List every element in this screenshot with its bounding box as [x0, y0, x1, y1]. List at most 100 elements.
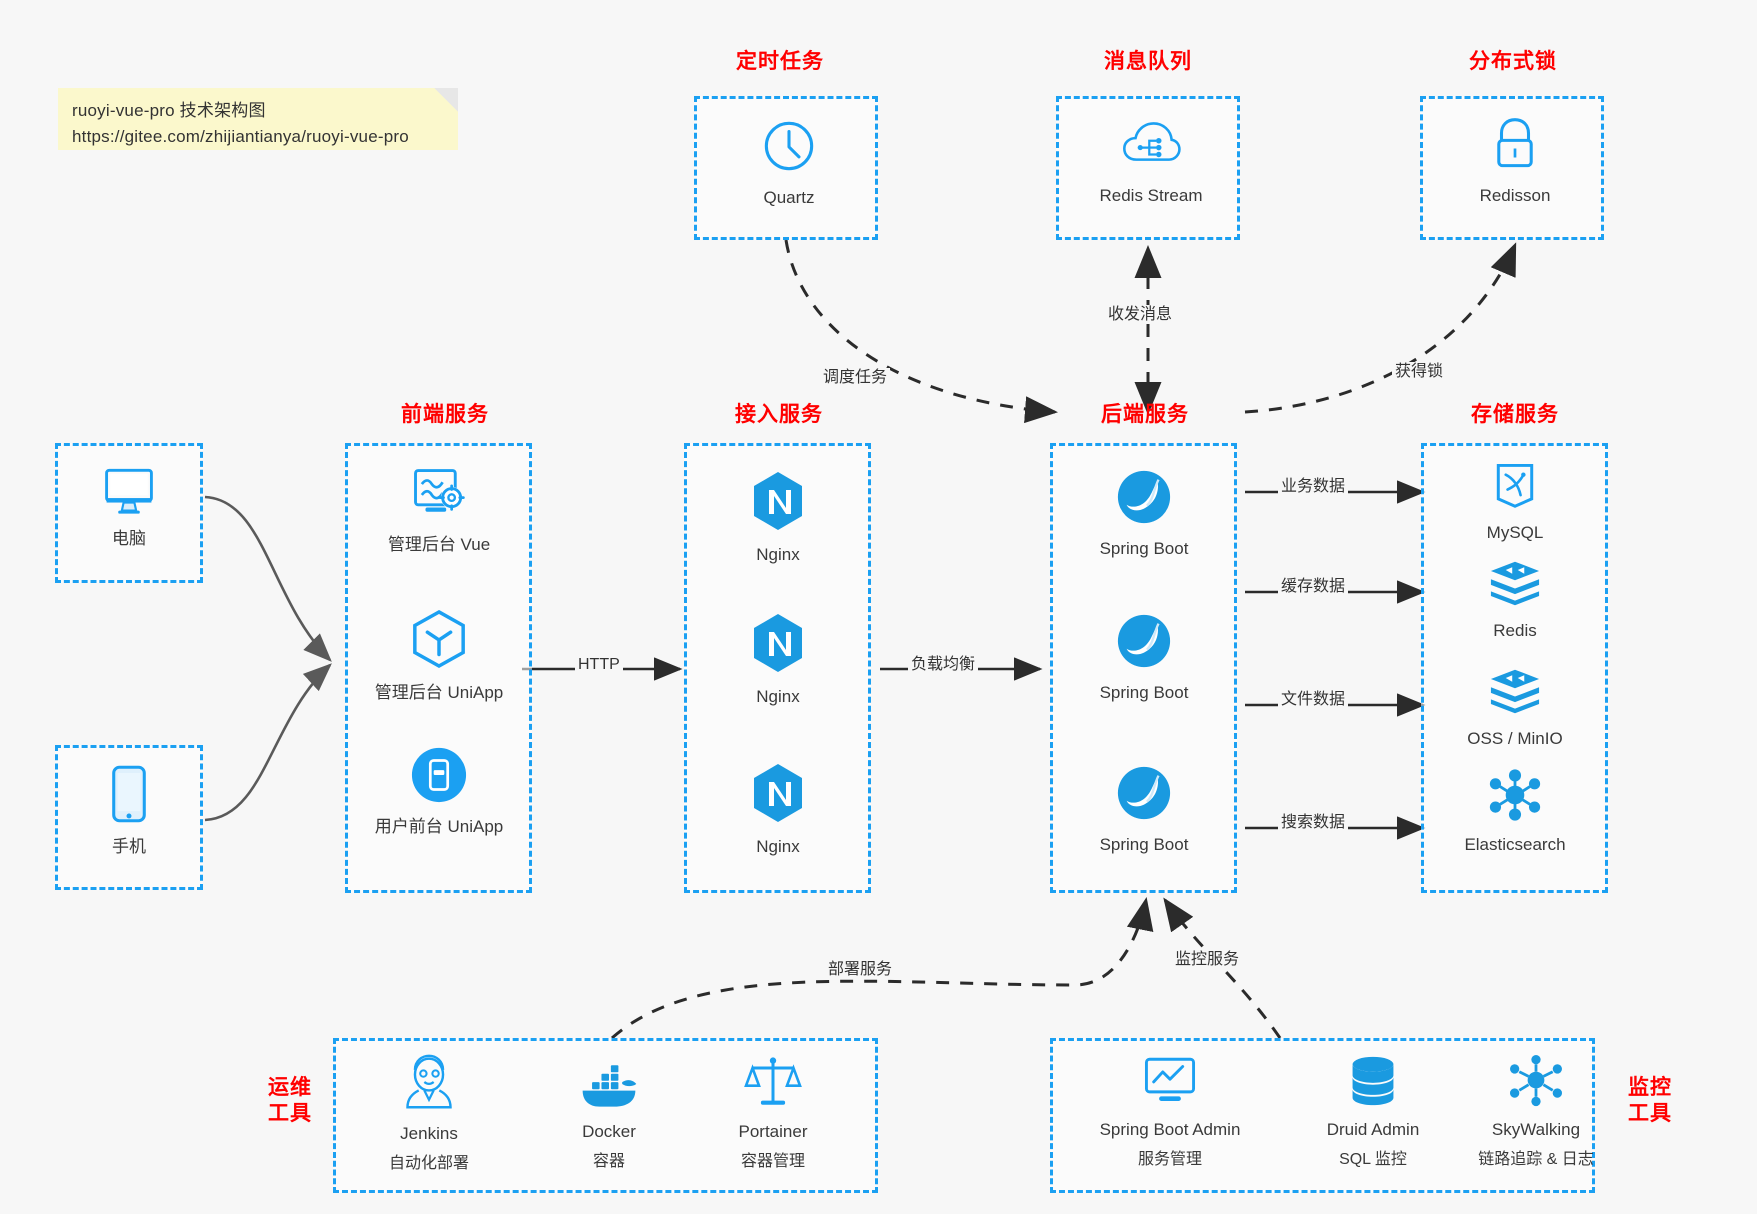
- node-label-mysql: MySQL: [1486, 523, 1544, 542]
- node-desktop[interactable]: 电脑: [57, 464, 201, 551]
- elasticsearch-icon: [1487, 768, 1543, 827]
- nginx-icon: [750, 612, 806, 679]
- oss-icon: [1487, 666, 1543, 721]
- node-label-spring-boot-1: Spring Boot: [1099, 539, 1189, 558]
- node-label-spring-boot-3: Spring Boot: [1099, 835, 1189, 854]
- node-label-docker: Docker: [582, 1122, 636, 1141]
- node-label-nginx-3: Nginx: [756, 837, 800, 856]
- group-box-client-desktop: 电脑: [55, 443, 203, 583]
- database-icon: [1346, 1055, 1400, 1112]
- node-sublabel-portainer: 容器管理: [740, 1152, 805, 1170]
- group-title-mq: 消息队列: [1104, 50, 1192, 73]
- group-title-devops: 运维 工具: [255, 1075, 325, 1128]
- node-quartz[interactable]: Quartz: [714, 117, 864, 210]
- node-redis-stream[interactable]: Redis Stream: [1076, 117, 1226, 208]
- node-sublabel-docker: 容器: [592, 1152, 625, 1170]
- node-mysql[interactable]: MySQL: [1440, 458, 1590, 545]
- node-spring-boot-1[interactable]: Spring Boot: [1069, 468, 1219, 561]
- node-label-redis-stream: Redis Stream: [1099, 186, 1203, 205]
- node-nginx-1[interactable]: Nginx: [703, 470, 853, 567]
- edge-backend-to-redisson: [1244, 242, 1517, 414]
- node-label-redisson: Redisson: [1479, 186, 1551, 205]
- node-jenkins[interactable]: Jenkins 自动化部署: [354, 1053, 504, 1175]
- edge-label-monitor-service: 监控服务: [1172, 950, 1243, 970]
- group-box-gateway: Nginx Nginx Nginx: [684, 443, 871, 893]
- spring-boot-icon: [1115, 612, 1173, 675]
- node-label-druid-admin: Druid Admin: [1326, 1120, 1420, 1139]
- group-title-monitor-line1: 监控: [1628, 1076, 1672, 1099]
- group-title-frontend: 前端服务: [401, 403, 489, 426]
- edge-label-search-data: 搜索数据: [1278, 813, 1349, 833]
- node-admin-uniapp[interactable]: 管理后台 UniApp: [364, 608, 514, 705]
- group-title-monitor: 监控 工具: [1615, 1075, 1685, 1128]
- node-docker[interactable]: Docker 容器: [534, 1061, 684, 1173]
- monitor-chart-icon: [1141, 1055, 1199, 1112]
- edge-label-deploy-service: 部署服务: [825, 960, 896, 980]
- node-redis[interactable]: Redis: [1440, 558, 1590, 643]
- group-box-mq: Redis Stream: [1056, 96, 1240, 240]
- group-box-scheduler: Quartz: [694, 96, 878, 240]
- portainer-icon: [744, 1055, 802, 1114]
- node-phone[interactable]: 手机: [57, 764, 201, 859]
- spring-boot-icon: [1115, 468, 1173, 531]
- group-title-backend: 后端服务: [1101, 403, 1189, 426]
- skywalking-icon: [1508, 1055, 1564, 1112]
- nginx-icon: [750, 470, 806, 537]
- node-label-admin-vue: 管理后台 Vue: [387, 535, 491, 554]
- node-redisson[interactable]: Redisson: [1440, 115, 1590, 208]
- edge-desktop-to-frontend: [204, 495, 332, 662]
- group-box-client-phone: 手机: [55, 745, 203, 890]
- dashboard-gear-icon: [409, 466, 469, 527]
- edge-label-business-data: 业务数据: [1278, 477, 1349, 497]
- edge-label-file-data: 文件数据: [1278, 690, 1349, 710]
- node-admin-vue[interactable]: 管理后台 Vue: [364, 466, 514, 557]
- node-spring-boot-3[interactable]: Spring Boot: [1069, 764, 1219, 857]
- node-elasticsearch[interactable]: Elasticsearch: [1440, 768, 1590, 857]
- cube-icon: [410, 608, 468, 675]
- phone-icon: [108, 764, 150, 829]
- node-label-quartz: Quartz: [763, 188, 815, 207]
- node-nginx-2[interactable]: Nginx: [703, 612, 853, 709]
- node-sublabel-skywalking: 链路追踪 & 日志: [1478, 1150, 1594, 1168]
- node-skywalking[interactable]: SkyWalking 链路追踪 & 日志: [1441, 1055, 1631, 1171]
- lock-icon: [1488, 115, 1542, 178]
- docker-icon: [577, 1061, 641, 1114]
- node-label-phone: 手机: [112, 837, 146, 856]
- group-title-lock: 分布式锁: [1469, 50, 1557, 73]
- mysql-icon: [1489, 458, 1541, 515]
- node-spring-boot-admin[interactable]: Spring Boot Admin 服务管理: [1065, 1055, 1275, 1171]
- node-sublabel-jenkins: 自动化部署: [388, 1154, 469, 1172]
- node-druid-admin[interactable]: Druid Admin SQL 监控: [1288, 1055, 1458, 1171]
- edge-label-acquire-lock: 获得锁: [1392, 362, 1447, 382]
- title-note: ruoyi-vue-pro 技术架构图 https://gitee.com/zh…: [58, 88, 458, 150]
- node-label-desktop: 电脑: [112, 529, 146, 548]
- edge-label-send-receive-message: 收发消息: [1105, 305, 1176, 325]
- node-label-nginx-1: Nginx: [756, 545, 800, 564]
- node-sublabel-spring-boot-admin: 服务管理: [1137, 1150, 1202, 1168]
- group-box-storage: MySQL Redis OSS: [1421, 443, 1608, 893]
- group-box-monitor: Spring Boot Admin 服务管理 Druid Admin SQL 监…: [1050, 1038, 1595, 1193]
- edge-label-http: HTTP: [575, 655, 623, 675]
- group-title-devops-line2: 工具: [268, 1102, 312, 1126]
- cloud-stream-icon: [1120, 117, 1182, 178]
- node-spring-boot-2[interactable]: Spring Boot: [1069, 612, 1219, 705]
- node-oss-minio[interactable]: OSS / MinIO: [1440, 666, 1590, 751]
- edge-label-schedule-task: 调度任务: [820, 368, 891, 388]
- node-label-oss-minio: OSS / MinIO: [1467, 729, 1563, 748]
- edge-label-cache-data: 缓存数据: [1278, 577, 1349, 597]
- node-label-jenkins: Jenkins: [400, 1124, 458, 1143]
- edge-label-load-balance: 负载均衡: [908, 655, 979, 675]
- node-label-user-uniapp: 用户前台 UniApp: [374, 817, 504, 836]
- node-nginx-3[interactable]: Nginx: [703, 762, 853, 859]
- node-label-nginx-2: Nginx: [756, 687, 800, 706]
- node-label-spring-boot-admin: Spring Boot Admin: [1099, 1120, 1241, 1139]
- node-label-redis: Redis: [1493, 621, 1537, 640]
- group-box-backend: Spring Boot Spring Boot Spring Boot: [1050, 443, 1237, 893]
- desktop-icon: [100, 464, 158, 521]
- note-line-2: https://gitee.com/zhijiantianya/ruoyi-vu…: [72, 127, 409, 147]
- node-label-portainer: Portainer: [738, 1122, 808, 1141]
- node-portainer[interactable]: Portainer 容器管理: [698, 1055, 848, 1173]
- group-title-devops-line1: 运维: [268, 1076, 312, 1099]
- node-user-uniapp[interactable]: 用户前台 UniApp: [364, 746, 514, 839]
